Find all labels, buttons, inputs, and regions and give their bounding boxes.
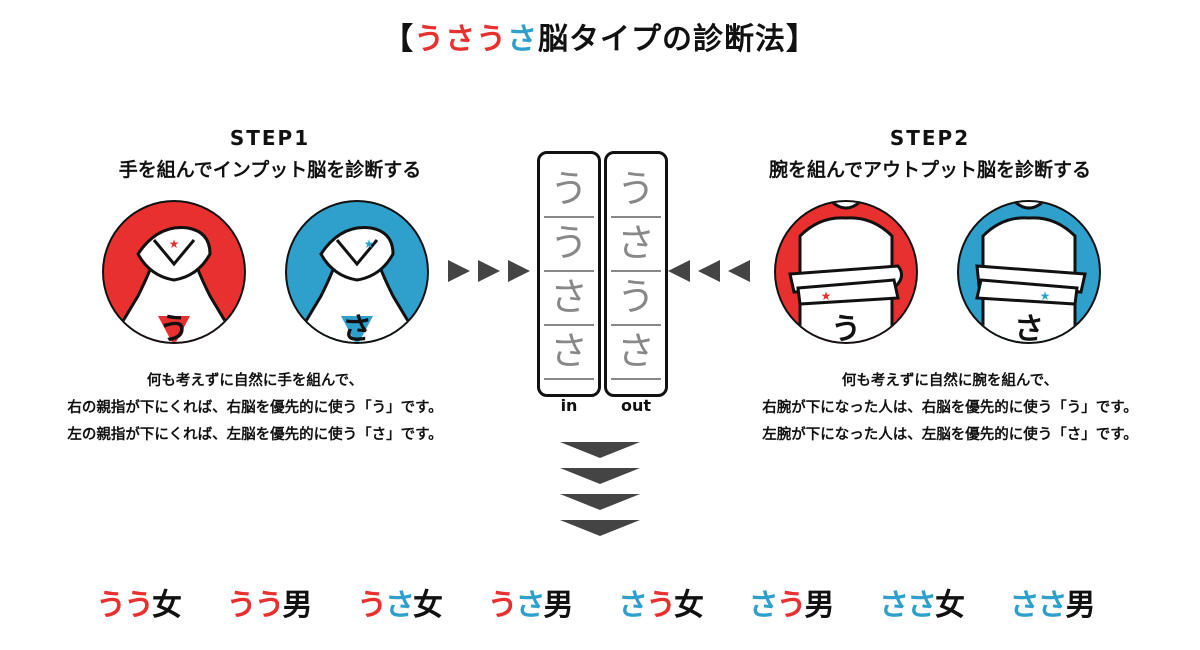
result-output-kana: さ [1038,588,1066,623]
result-type: うう男 [227,580,311,624]
result-type: ささ男 [1010,580,1094,624]
column-in-caption: in [539,396,599,415]
column-out-kana: さ [611,218,661,272]
result-type: うさ女 [357,580,441,624]
step2-subtitle: 腕を組んでアウトプット脳を診断する [700,155,1160,182]
result-gender: 男 [805,588,833,623]
column-out-caption: out [606,396,666,415]
result-gender: 男 [544,588,572,623]
svg-text:★: ★ [1040,289,1051,303]
result-gender: 女 [674,588,702,623]
result-gender: 女 [935,588,963,623]
title-text: 脳タイプの診断法 [538,22,786,57]
result-output-kana: さ [516,588,544,623]
step1-desc-line: 右の親指が下にくれば、右脳を優先的に使う「う」です。 [0,395,510,422]
result-input-kana: さ [618,588,646,623]
step2-badge-u: う [828,304,864,348]
column-out-kana: う [611,164,661,218]
title-kana-4: さ [507,22,538,57]
page-title: 【うさうさ脳タイプの診断法】 [0,14,1200,58]
column-in-kana: さ [544,272,594,326]
column-in-kana: う [544,164,594,218]
title-kana-2: さ [445,22,476,57]
step1-desc-line: 左の親指が下にくれば、左脳を優先的に使う「さ」です。 [0,422,510,449]
result-output-kana: さ [907,588,935,623]
step1-badge-sa: さ [339,304,375,348]
column-out-kana: う [611,272,661,326]
result-type: うう女 [96,580,180,624]
result-input-kana: さ [879,588,907,623]
step1-badge-u: う [156,304,192,348]
result-gender: 男 [283,588,311,623]
result-output-kana: う [777,588,805,623]
result-input-kana: う [227,588,255,623]
result-input-kana: さ [1010,588,1038,623]
result-input-kana: う [488,588,516,623]
result-type: さう男 [749,580,833,624]
result-gender: 女 [413,588,441,623]
result-input-kana: う [96,588,124,623]
column-out-kana: さ [611,326,661,380]
result-output-kana: う [255,588,283,623]
result-type: さう女 [618,580,702,624]
result-output-kana: さ [385,588,413,623]
title-bracket-close: 】 [786,22,817,57]
result-input-kana: さ [749,588,777,623]
step1-desc-line: 何も考えずに自然に手を組んで、 [0,368,510,395]
column-in-kana: さ [544,326,594,380]
step1-subtitle: 手を組んでインプット脳を診断する [40,155,500,182]
column-in: う う さ さ [537,151,601,397]
down-arrows-icon [560,440,640,540]
svg-text:★: ★ [364,237,375,251]
title-kana-3: う [476,22,507,57]
step1-description: 何も考えずに自然に手を組んで、 右の親指が下にくれば、右脳を優先的に使う「う」で… [0,368,510,449]
step1-label: STEP1 [170,126,370,150]
step2-desc-line: 何も考えずに自然に腕を組んで、 [700,368,1200,395]
step2-description: 何も考えずに自然に腕を組んで、 右腕が下になった人は、右脳を優先的に使う「う」で… [700,368,1200,449]
result-input-kana: う [357,588,385,623]
result-output-kana: う [124,588,152,623]
step2-desc-line: 右腕が下になった人は、右脳を優先的に使う「う」です。 [700,395,1200,422]
result-type: ささ女 [879,580,963,624]
svg-text:★: ★ [169,237,180,251]
triple-arrow-left-icon [668,260,754,282]
step2-desc-line: 左腕が下になった人は、左脳を優先的に使う「さ」です。 [700,422,1200,449]
column-out: う さ う さ [604,151,668,397]
result-gender: 女 [152,588,180,623]
svg-text:★: ★ [821,289,832,303]
result-gender: 男 [1066,588,1094,623]
column-in-kana: う [544,218,594,272]
result-output-kana: う [646,588,674,623]
triple-arrow-right-icon [448,260,534,282]
step2-badge-sa: さ [1011,304,1047,348]
title-bracket-open: 【 [383,22,414,57]
result-type: うさ男 [488,580,572,624]
step2-label: STEP2 [830,126,1030,150]
title-kana-1: う [414,22,445,57]
